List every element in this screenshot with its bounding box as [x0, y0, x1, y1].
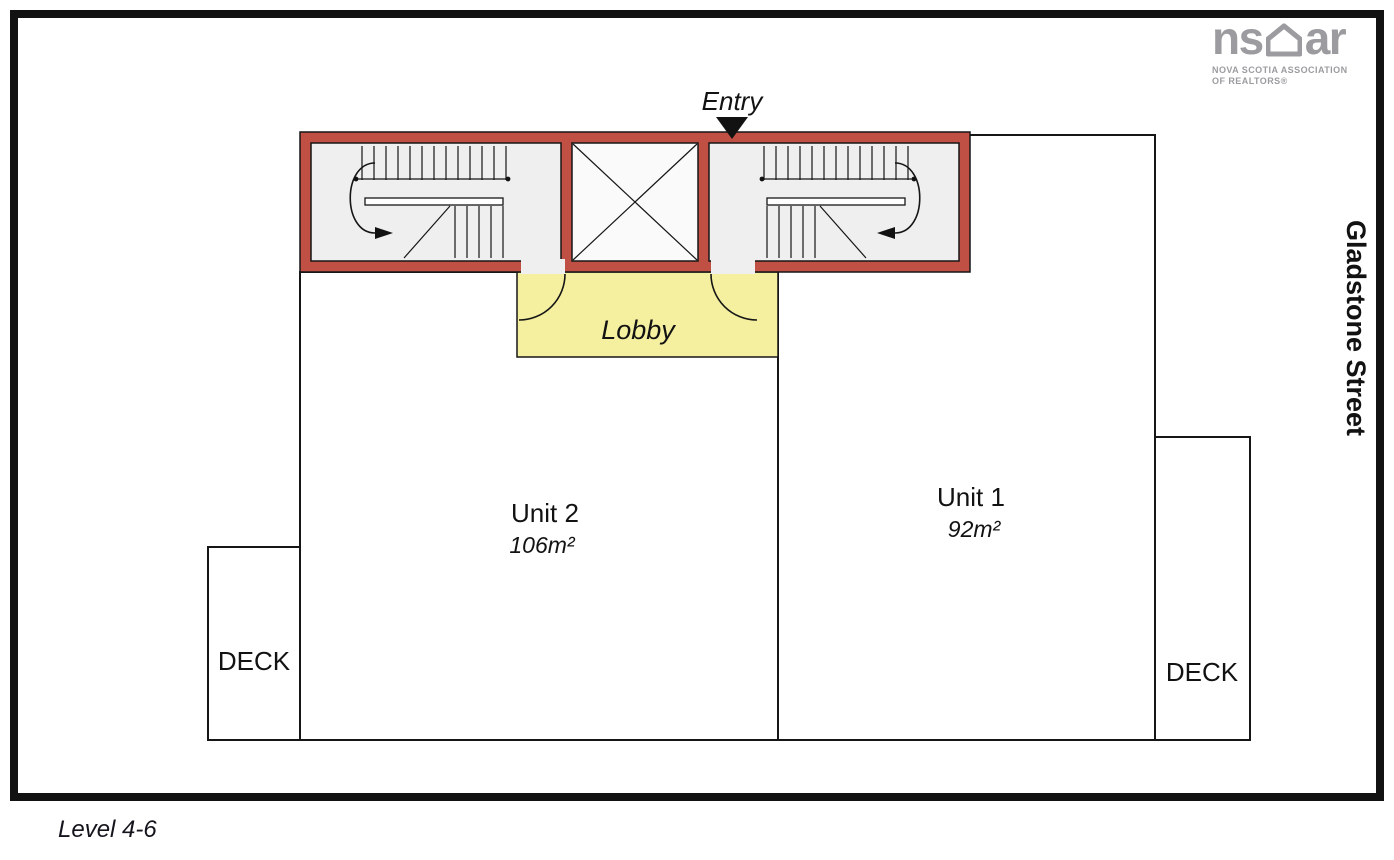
unit-2-label: Unit 2 — [511, 498, 579, 528]
nsar-logo-subtext: NOVA SCOTIA ASSOCIATION OF REALTORS® — [1212, 65, 1368, 88]
unit-1-label: Unit 1 — [937, 482, 1005, 512]
nsar-logo-ar: ar — [1304, 12, 1347, 64]
unit-2-area: 106m² — [509, 532, 576, 558]
right-stairwell — [759, 146, 921, 259]
deck-left-outline — [207, 546, 301, 741]
door-opening-left — [521, 259, 565, 274]
left-stair-halfwall — [364, 197, 504, 206]
deck-right-label: DECK — [1166, 657, 1239, 687]
right-stair-break-line — [819, 205, 867, 259]
right-stair-treads-lower — [766, 206, 816, 258]
door-arc-right — [710, 273, 758, 321]
street-label: Gladstone Street — [1341, 220, 1371, 436]
door-opening-right — [711, 259, 755, 274]
left-stair-return-path — [349, 162, 376, 234]
nsar-logo-subline-1: NOVA SCOTIA ASSOCIATION — [1212, 64, 1348, 75]
left-stair-treads-lower — [454, 206, 504, 258]
deck-left-label: DECK — [218, 646, 291, 676]
handrail-post-dot — [759, 176, 765, 182]
house-icon — [1265, 23, 1302, 57]
left-stairwell — [349, 146, 511, 259]
deck-right-outline — [1154, 436, 1251, 741]
right-stair-halfwall — [766, 197, 906, 206]
door-arc-left — [518, 273, 566, 321]
left-stair-break-line — [403, 205, 451, 259]
right-stair-return-path — [894, 162, 921, 234]
right-stair-arrow — [877, 227, 895, 239]
left-stair-arrow — [375, 227, 393, 239]
nsar-logo: ns ar NOVA SCOTIA ASSOCIATION OF REALTOR… — [1212, 12, 1368, 88]
nsar-logo-ns: ns — [1212, 12, 1264, 64]
handrail-post-dot — [505, 176, 511, 182]
entry-label: Entry — [702, 86, 765, 116]
nsar-logo-subline-2: OF REALTORS® — [1212, 76, 1288, 87]
elevator-x — [572, 143, 698, 261]
nsar-logo-word: ns ar — [1212, 12, 1368, 64]
entry-marker — [716, 117, 748, 139]
unit-1-area: 92m² — [948, 516, 1002, 542]
lobby-label: Lobby — [601, 315, 676, 345]
level-label: Level 4-6 — [58, 816, 157, 843]
